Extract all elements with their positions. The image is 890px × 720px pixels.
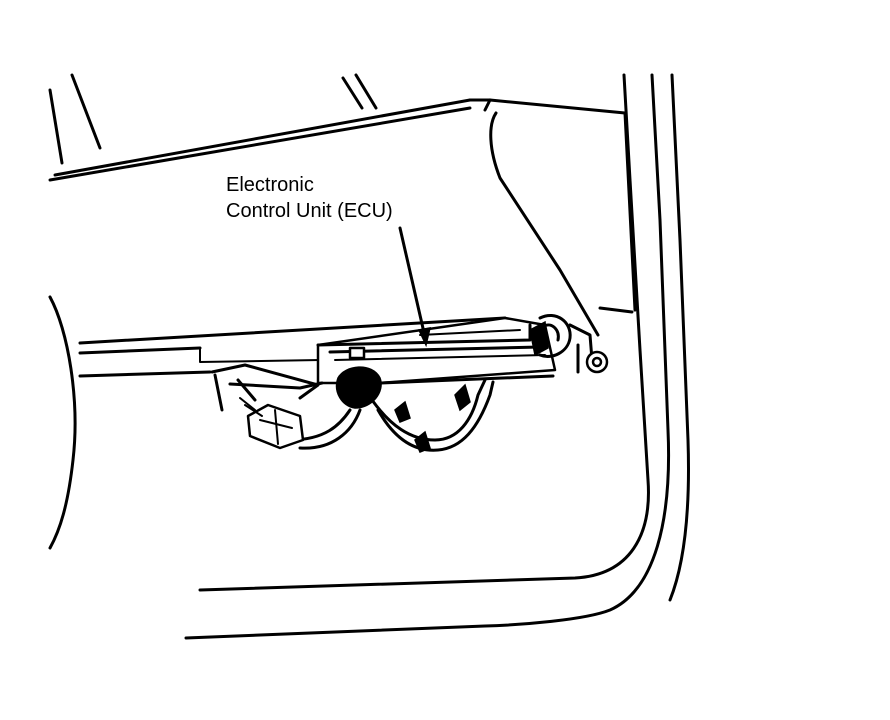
wiring-harness xyxy=(288,366,495,453)
door-frame-curves xyxy=(184,73,690,640)
center-console-curve xyxy=(48,295,77,550)
mounting-bracket xyxy=(529,314,609,374)
ecu-callout-label: Electronic Control Unit (ECU) xyxy=(226,174,393,222)
upper-dash-lines xyxy=(48,73,627,182)
harness-connector xyxy=(239,397,305,450)
dash-side-panel xyxy=(489,111,637,337)
callout-label-line2: Control Unit (ECU) xyxy=(226,200,393,222)
callout-arrow xyxy=(398,226,431,348)
left-bracket xyxy=(210,363,324,412)
under-dash-panel xyxy=(78,306,634,378)
callout-label-line1: Electronic xyxy=(226,174,314,196)
